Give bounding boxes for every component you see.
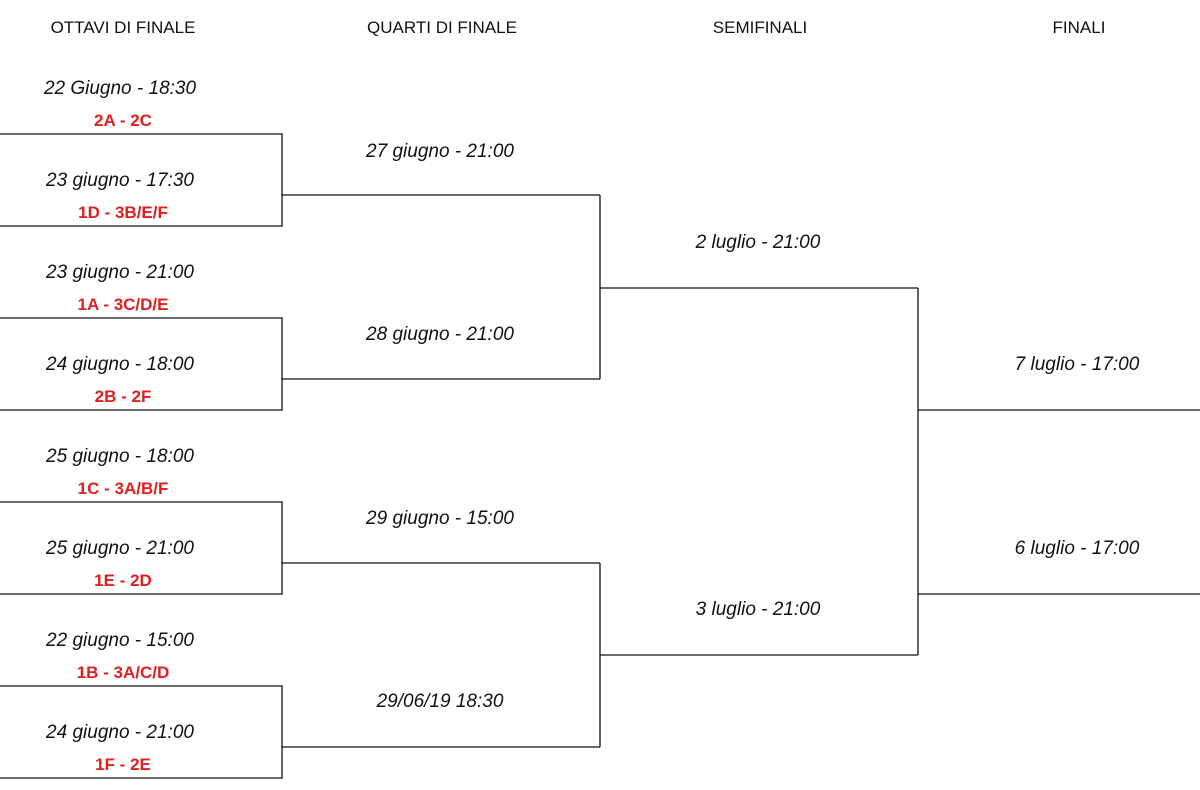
header-finals: FINALI <box>1052 18 1106 37</box>
r16-match-6-teams: 1E - 2D <box>94 571 152 590</box>
header-semifinals: SEMIFINALI <box>712 18 808 37</box>
r16-match-4-teams: 2B - 2F <box>94 387 152 406</box>
r16-match-8-teams: 1F - 2E <box>95 755 151 774</box>
r16-match-5-teams: 1C - 3A/B/F <box>77 479 169 498</box>
r16-match-1-teams: 2A - 2C <box>94 111 152 130</box>
r16-connector-4 <box>0 685 600 779</box>
qf-connector-2 <box>599 563 918 747</box>
r16-match-1-date: 22 Giugno - 18:30 <box>43 78 197 99</box>
header-round-of-16: OTTAVI DI FINALE <box>50 18 196 37</box>
r16-match-7-date: 22 giugno - 15:00 <box>46 630 194 651</box>
final-match-1-date: 7 luglio - 17:00 <box>1014 354 1140 375</box>
qf-match-3-date: 29 giugno - 15:00 <box>366 508 514 529</box>
sf-match-2-date: 3 luglio - 21:00 <box>695 599 821 620</box>
r16-match-2-date: 23 giugno - 17:30 <box>46 170 194 191</box>
r16-connector-1 <box>0 133 600 227</box>
r16-connector-2 <box>0 317 600 411</box>
r16-match-6-date: 25 giugno - 21:00 <box>46 538 194 559</box>
r16-match-7-teams: 1B - 3A/C/D <box>76 663 170 682</box>
r16-match-3-date: 23 giugno - 21:00 <box>46 262 194 283</box>
r16-match-4-date: 24 giugno - 18:00 <box>46 354 194 375</box>
r16-connector-3 <box>0 501 600 595</box>
header-quarterfinals: QUARTI DI FINALE <box>367 18 517 37</box>
qf-connector-1 <box>599 195 918 379</box>
r16-match-8-date: 24 giugno - 21:00 <box>46 722 194 743</box>
qf-match-4-date: 29/06/19 18:30 <box>376 691 504 712</box>
sf-connector <box>917 288 1200 655</box>
r16-match-3-teams: 1A - 3C/D/E <box>77 295 169 314</box>
r16-match-2-teams: 1D - 3B/E/F <box>78 203 168 222</box>
qf-match-1-date: 27 giugno - 21:00 <box>366 141 514 162</box>
final-match-2-date: 6 luglio - 17:00 <box>1014 538 1140 559</box>
qf-match-2-date: 28 giugno - 21:00 <box>366 324 514 345</box>
sf-match-1-date: 2 luglio - 21:00 <box>695 232 821 253</box>
r16-match-5-date: 25 giugno - 18:00 <box>46 446 194 467</box>
